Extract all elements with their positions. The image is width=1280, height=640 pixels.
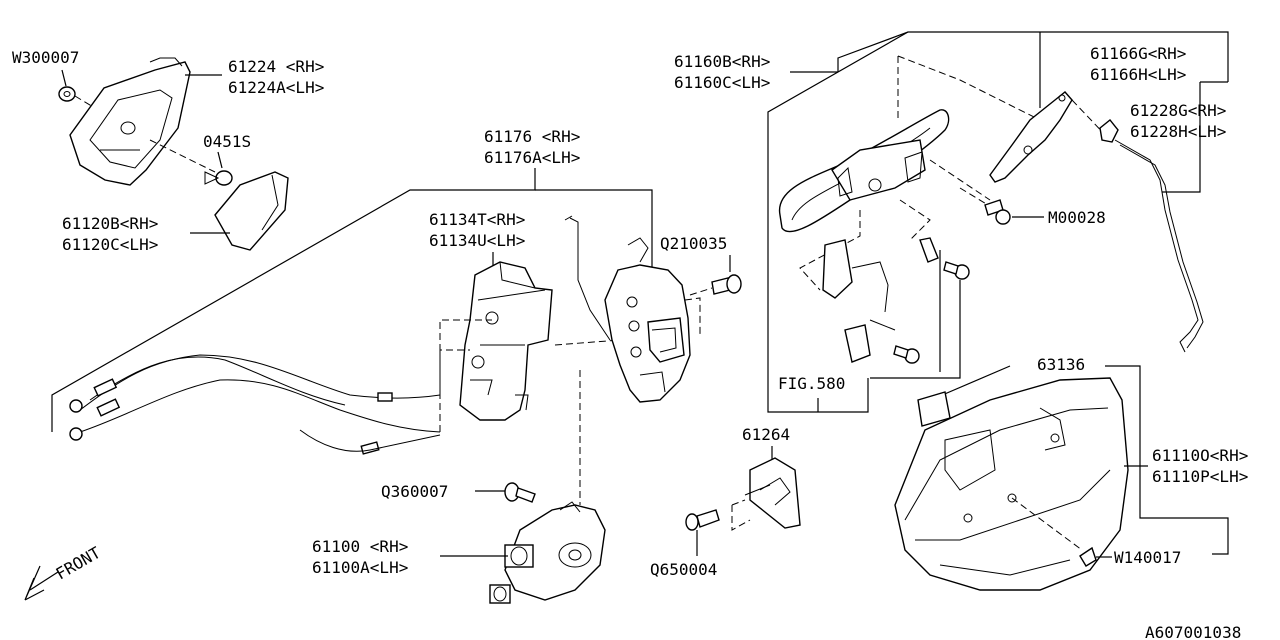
screw-q650004	[685, 509, 720, 531]
screw-lower-bracket	[893, 345, 920, 364]
label-0451s[interactable]: 0451S	[203, 132, 251, 151]
screw-0451s	[204, 170, 233, 186]
nut-w300007	[58, 86, 76, 102]
label-61120-rh[interactable]: 61120B<RH>	[62, 214, 158, 233]
label-61224-rh[interactable]: 61224 <RH>	[228, 57, 324, 76]
label-q650004[interactable]: Q650004	[650, 560, 717, 579]
figure-code: A607001038	[1145, 623, 1241, 640]
label-61160-rh[interactable]: 61160B<RH>	[674, 52, 770, 71]
label-61110-rh[interactable]: 61110O<RH>	[1152, 446, 1248, 465]
front-label: FRONT	[53, 543, 105, 584]
outer-handle-group: 61160B<RH> 61160C<LH> 61166G<RH> 61166	[674, 31, 1229, 413]
label-61166-lh[interactable]: 61166H<LH>	[1090, 65, 1186, 84]
label-61166-rh[interactable]: 61166G<RH>	[1090, 44, 1186, 63]
front-arrow-icon: FRONT	[24, 543, 105, 601]
door-striker	[744, 457, 801, 529]
label-61228-lh[interactable]: 61228H<LH>	[1130, 122, 1226, 141]
outer-door-handle	[778, 109, 950, 233]
label-61100-lh[interactable]: 61100A<LH>	[312, 558, 408, 577]
label-63136[interactable]: 63136	[1037, 355, 1085, 374]
label-w300007[interactable]: W300007	[12, 48, 79, 67]
label-61160-lh[interactable]: 61160C<LH>	[674, 73, 770, 92]
striker-group: 61264 Q650004	[650, 425, 801, 579]
door-key-cylinder	[822, 239, 896, 363]
release-cables	[69, 354, 441, 455]
label-q360007[interactable]: Q360007	[381, 482, 448, 501]
label-61110-lh[interactable]: 61110P<LH>	[1152, 467, 1248, 486]
screw-q360007	[504, 482, 536, 503]
door-lock-actuator	[489, 501, 606, 604]
inner-handle-group: W300007 61224 <RH> 61224A<LH> 0451S 6112…	[12, 48, 324, 254]
handle-cover-61120	[214, 171, 289, 251]
label-q210035[interactable]: Q210035	[660, 234, 727, 253]
label-61120-lh[interactable]: 61120C<LH>	[62, 235, 158, 254]
label-61176-rh[interactable]: 61176 <RH>	[484, 127, 580, 146]
label-61134-rh[interactable]: 61134T<RH>	[429, 210, 525, 229]
outer-handle-rod	[1099, 119, 1204, 353]
screw-upper-bracket	[919, 237, 970, 280]
label-m00028[interactable]: M00028	[1048, 208, 1106, 227]
inner-handle-bezel	[69, 57, 191, 186]
label-61264[interactable]: 61264	[742, 425, 790, 444]
label-61224-lh[interactable]: 61224A<LH>	[228, 78, 324, 97]
clip-w140017	[1079, 546, 1097, 567]
label-61100-rh[interactable]: 61100 <RH>	[312, 537, 408, 556]
cable-bracket	[459, 261, 553, 421]
label-61176-lh[interactable]: 61176A<LH>	[484, 148, 580, 167]
bolt-m00028	[984, 199, 1011, 225]
label-61228-rh[interactable]: 61228G<RH>	[1130, 101, 1226, 120]
latch-assembly-group: 61176 <RH> 61176A<LH> 61134T<RH> 61134U<…	[24, 127, 742, 604]
label-61134-lh[interactable]: 61134U<LH>	[429, 231, 525, 250]
door-sealing-cover	[894, 377, 1129, 591]
label-w140017[interactable]: W140017	[1114, 548, 1181, 567]
label-fig580[interactable]: FIG.580	[778, 374, 845, 393]
door-latch	[604, 237, 691, 403]
screw-q210035	[711, 274, 742, 295]
outer-handle-lever	[989, 91, 1073, 183]
sealing-cover-group: 63136 61110O<RH> 61110P<LH> W140017	[894, 355, 1248, 591]
